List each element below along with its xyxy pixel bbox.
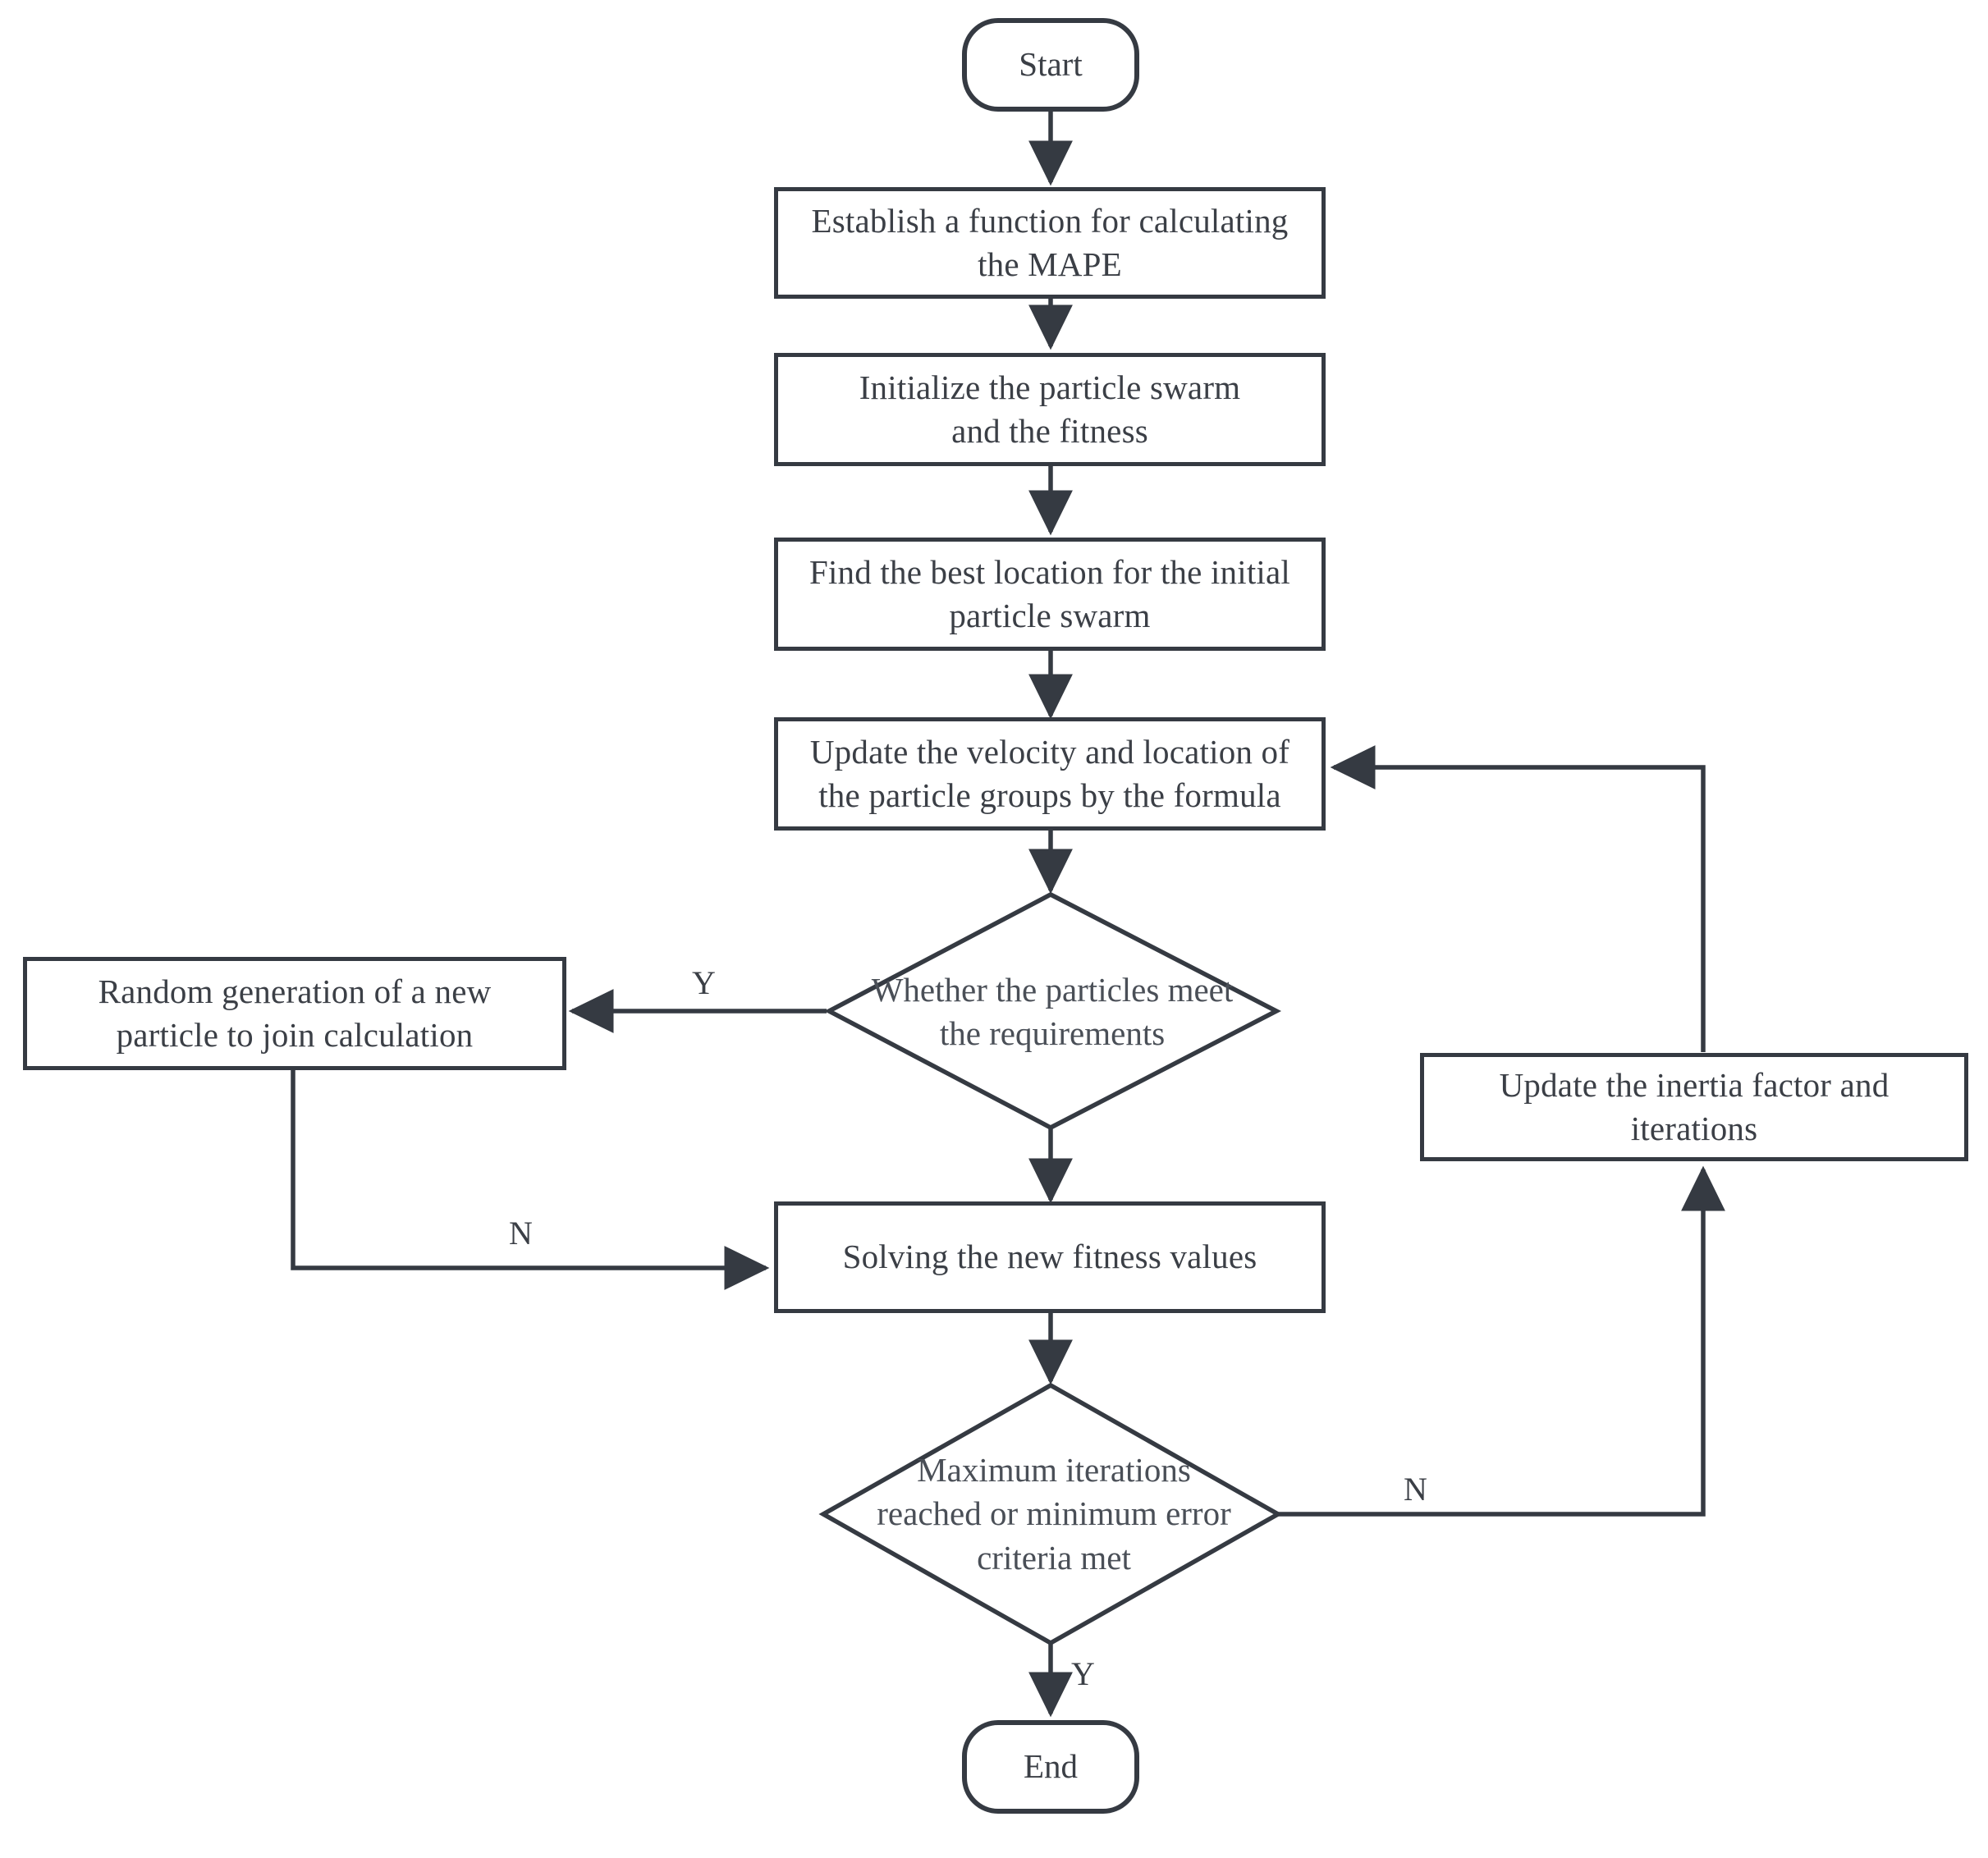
edge-label-requirements-no: N	[509, 1215, 533, 1252]
edge-label-iterations-yes: Y	[1071, 1655, 1095, 1692]
node-find-best-location[interactable]: Find the best location for the initial p…	[774, 538, 1326, 651]
node-initialize-swarm[interactable]: Initialize the particle swarm and the fi…	[774, 353, 1326, 466]
edge-inertia-to-update	[1330, 745, 1706, 1052]
decision-iterations-shape	[818, 1382, 1283, 1646]
node-initialize-swarm-label: Initialize the particle swarm and the fi…	[859, 368, 1241, 450]
node-solving-fitness[interactable]: Solving the new fitness values	[774, 1201, 1326, 1313]
node-check-requirements-label: Whether the particles meet the requireme…	[871, 970, 1234, 1052]
node-update-inertia-label: Update the inertia factor and iterations	[1499, 1065, 1890, 1147]
node-establish-mape-label: Establish a function for calculating the…	[811, 201, 1289, 283]
node-check-requirements[interactable]: Whether the particles meet the requireme…	[821, 962, 1284, 1062]
edge-decision2-no	[1278, 1165, 1725, 1517]
node-start[interactable]: Start	[962, 18, 1139, 112]
node-end-label: End	[1023, 1747, 1079, 1786]
node-establish-mape[interactable]: Establish a function for calculating the…	[774, 187, 1326, 299]
node-max-iterations[interactable]: Maximum iterations reached or minimum er…	[821, 1444, 1287, 1584]
node-find-best-location-label: Find the best location for the initial p…	[808, 552, 1291, 634]
edge-label-requirements-yes: Y	[692, 964, 716, 1001]
node-random-generation[interactable]: Random generation of a new particle to j…	[23, 957, 566, 1070]
decision-requirements-shape	[824, 891, 1281, 1131]
node-update-inertia[interactable]: Update the inertia factor and iterations	[1420, 1053, 1968, 1161]
node-end[interactable]: End	[962, 1720, 1139, 1814]
node-random-generation-label: Random generation of a new particle to j…	[98, 972, 492, 1054]
edge-label-iterations-no: N	[1404, 1471, 1427, 1508]
node-update-velocity-label: Update the velocity and location of the …	[809, 732, 1290, 814]
node-max-iterations-label: Maximum iterations reached or minimum er…	[877, 1451, 1231, 1577]
node-update-velocity[interactable]: Update the velocity and location of the …	[774, 717, 1326, 831]
node-start-label: Start	[1019, 45, 1083, 84]
node-solving-fitness-label: Solving the new fitness values	[842, 1238, 1257, 1276]
